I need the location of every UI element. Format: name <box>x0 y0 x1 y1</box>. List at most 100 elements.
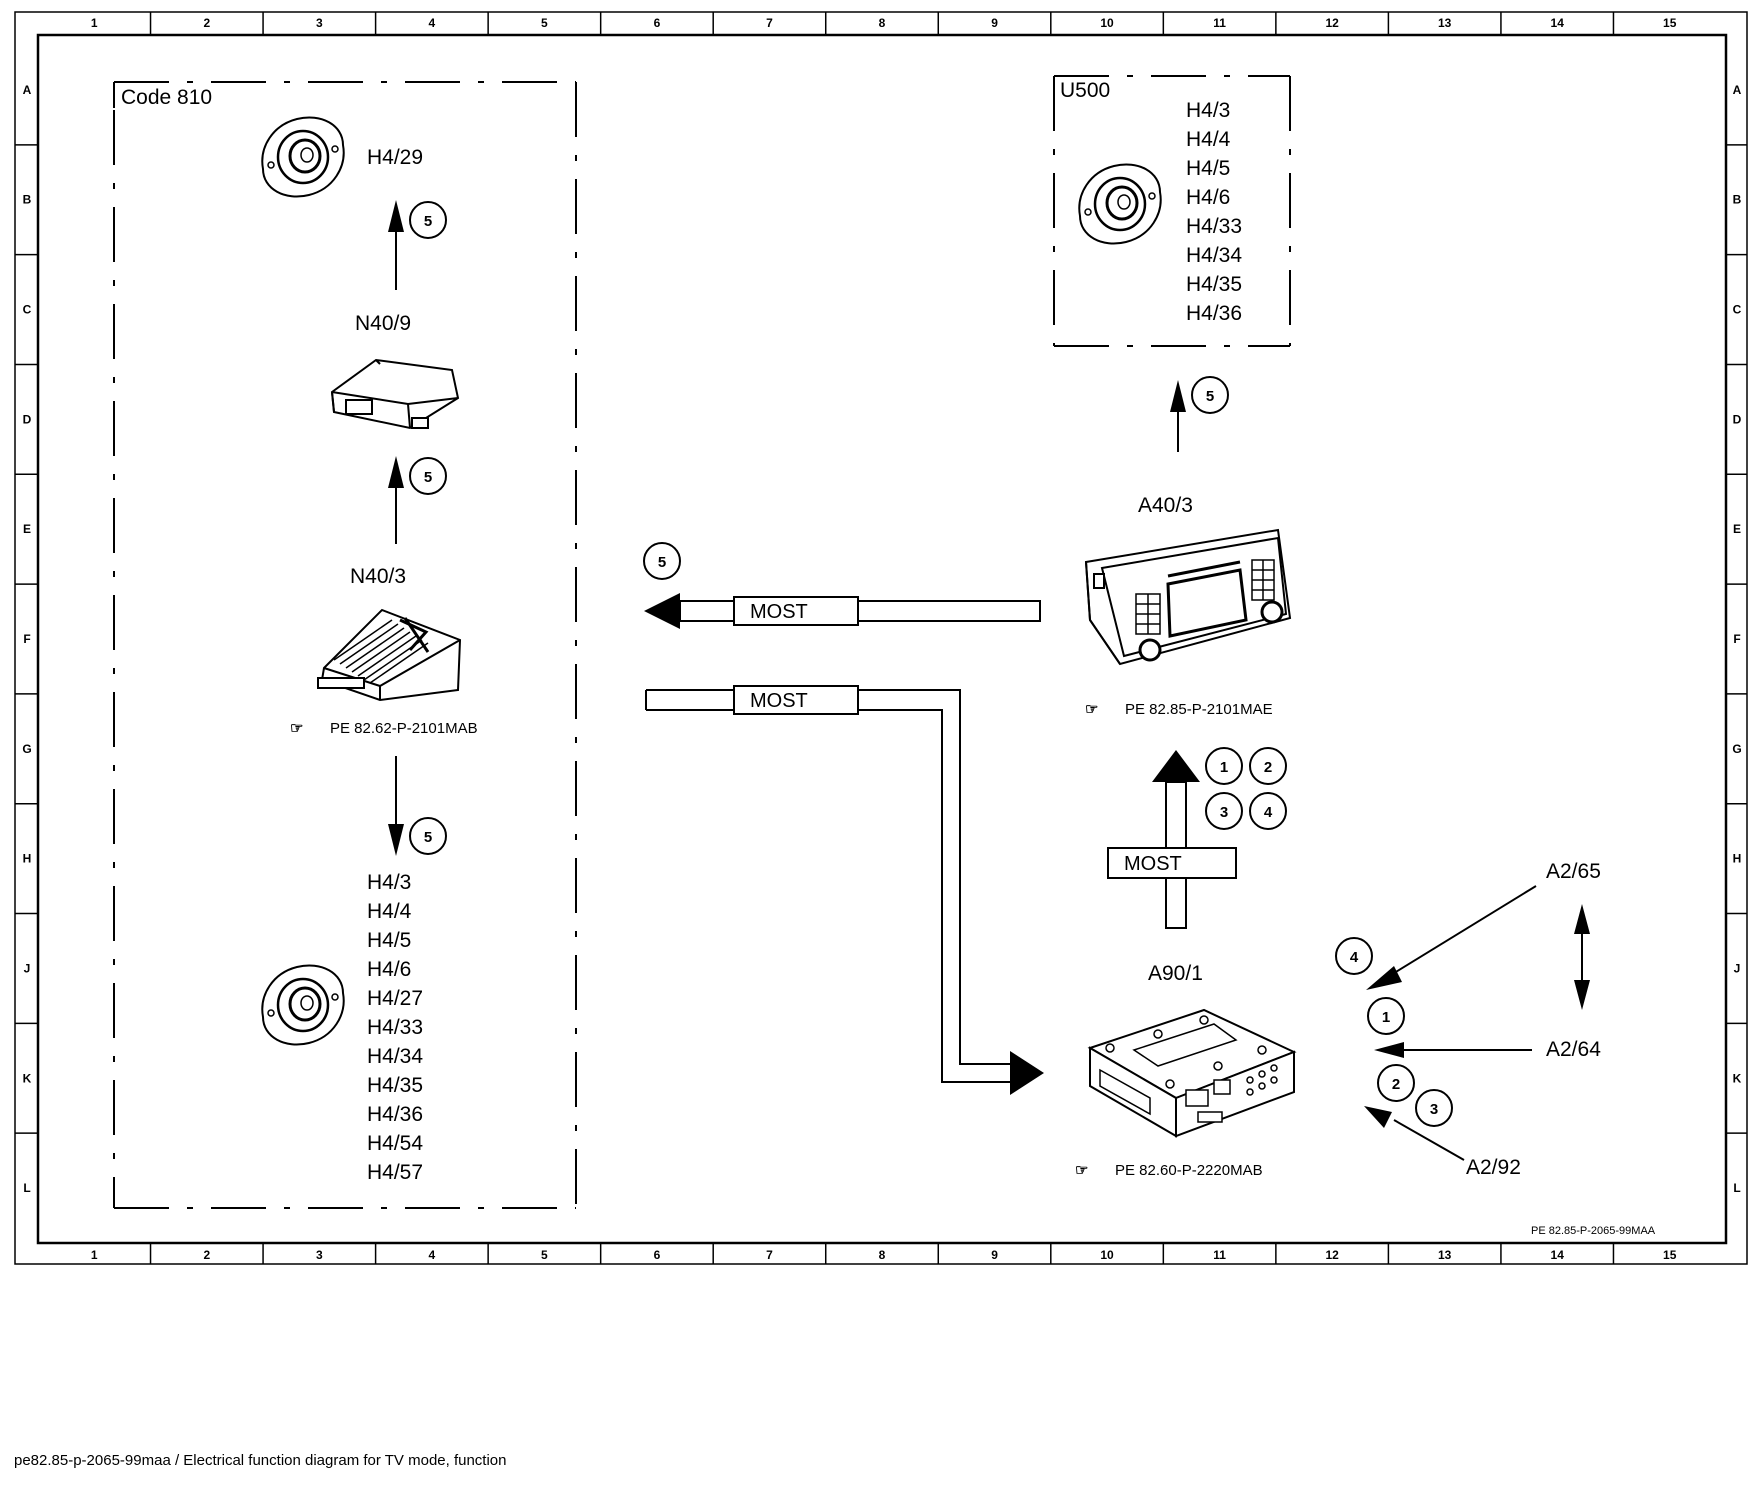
grid-column-label: 2 <box>203 1248 210 1262</box>
grid-row-label: B <box>1733 193 1742 207</box>
grid-column-label: 11 <box>1213 1248 1226 1262</box>
a2-65-label: A2/65 <box>1546 860 1601 883</box>
svg-text:1: 1 <box>1220 759 1228 776</box>
grid-column-label: 8 <box>879 16 886 30</box>
grid-row-label: A <box>23 83 32 97</box>
grid-column-label: 7 <box>766 1248 773 1262</box>
svg-text:H4/36: H4/36 <box>367 1103 423 1126</box>
svg-text:2: 2 <box>1264 759 1272 776</box>
svg-text:H4/6: H4/6 <box>1186 186 1230 209</box>
grid-row-label: B <box>23 193 32 207</box>
grid-row-label: D <box>23 412 32 426</box>
grid-column-label: 13 <box>1438 16 1452 30</box>
a90-1-label: A90/1 <box>1148 962 1203 985</box>
n40-3-label: N40/3 <box>350 565 406 588</box>
svg-text:☞: ☞ <box>1085 701 1098 718</box>
grid-column-label: 1 <box>91 1248 98 1262</box>
arrow-n40-3-to-speakers <box>388 756 404 856</box>
step-badges-1-4: 1 2 3 4 <box>1205 747 1287 830</box>
svg-text:MOST: MOST <box>750 601 808 623</box>
drawing-frame <box>14 11 1748 1265</box>
grid-row-label: K <box>1733 1071 1742 1085</box>
arrow-a40-3-to-u500 <box>1170 380 1186 452</box>
step-5-badge: 5 <box>1191 376 1229 414</box>
step-5-badge: 5 <box>643 542 681 580</box>
a2-92-label: A2/92 <box>1466 1156 1521 1179</box>
code810-speaker-list: H4/3 H4/4 H4/5 H4/6 H4/27 H4/33 H4/34 H4… <box>367 871 423 1184</box>
svg-text:H4/27: H4/27 <box>367 987 423 1010</box>
grid-column-label: 5 <box>541 1248 548 1262</box>
svg-text:H4/54: H4/54 <box>367 1132 423 1155</box>
n40-3-reference: ☞ PE 82.62-P-2101MAB <box>290 720 478 737</box>
u500-label: U500 <box>1060 79 1110 102</box>
speaker-h4-29-icon <box>260 115 346 199</box>
grid-column-label: 14 <box>1551 1248 1565 1262</box>
grid-column-label: 8 <box>879 1248 886 1262</box>
a90-1-tuner-icon <box>1087 1008 1297 1138</box>
svg-text:MOST: MOST <box>1124 853 1182 875</box>
grid-row-label: E <box>1733 522 1741 536</box>
grid-column-label: 3 <box>316 16 323 30</box>
svg-text:H4/6: H4/6 <box>367 958 411 981</box>
svg-text:PE 82.62-P-2101MAB: PE 82.62-P-2101MAB <box>330 720 478 737</box>
svg-text:☞: ☞ <box>290 720 303 737</box>
grid-column-label: 7 <box>766 16 773 30</box>
u500-speaker-list: H4/3 H4/4 H4/5 H4/6 H4/33 H4/34 H4/35 H4… <box>1186 99 1242 325</box>
svg-text:H4/5: H4/5 <box>1186 157 1230 180</box>
svg-text:5: 5 <box>424 469 432 486</box>
grid-row-label: H <box>1733 852 1742 866</box>
step-badges-2-3: 2 3 <box>1377 1064 1453 1127</box>
grid-row-label: E <box>23 522 31 536</box>
svg-text:4: 4 <box>1350 949 1359 966</box>
most-bus-to-a90-1: MOST <box>645 685 1044 1095</box>
svg-text:1: 1 <box>1382 1009 1390 1026</box>
grid-column-label: 4 <box>429 16 436 30</box>
grid-column-label: 6 <box>654 16 661 30</box>
grid-row-label: C <box>1733 303 1742 317</box>
svg-text:5: 5 <box>424 829 432 846</box>
svg-text:3: 3 <box>1430 1101 1438 1118</box>
grid-row-label: G <box>1732 742 1741 756</box>
grid-row-label: F <box>23 632 30 646</box>
svg-text:H4/3: H4/3 <box>1186 99 1230 122</box>
sheet-id: PE 82.85-P-2065-99MAA <box>1531 1225 1656 1237</box>
grid-column-label: 15 <box>1663 1248 1677 1262</box>
svg-text:H4/5: H4/5 <box>367 929 411 952</box>
grid-column-label: 15 <box>1663 16 1677 30</box>
grid-row-label: C <box>23 303 32 317</box>
grid-column-label: 1 <box>91 16 98 30</box>
a2-64-label: A2/64 <box>1546 1038 1601 1061</box>
svg-text:H4/33: H4/33 <box>367 1016 423 1039</box>
arrow-a2-65-to-a90-1 <box>1366 885 1537 990</box>
code810-label: Code 810 <box>121 86 212 109</box>
grid-row-label: J <box>1734 961 1741 975</box>
arrow-a2-65-a2-64-bidirectional <box>1574 904 1590 1010</box>
most-bus-a90-1-to-a40-3: MOST <box>1107 750 1237 929</box>
a40-3-reference: ☞ PE 82.85-P-2101MAE <box>1085 701 1273 718</box>
grid-row-label: J <box>24 961 31 975</box>
grid-row-label: G <box>22 742 31 756</box>
arrow-a2-64-to-a90-1 <box>1374 1042 1532 1058</box>
svg-text:H4/34: H4/34 <box>367 1045 423 1068</box>
n40-9-module-icon <box>330 358 460 430</box>
grid-column-label: 13 <box>1438 1248 1452 1262</box>
grid-column-label: 5 <box>541 16 548 30</box>
code810-dashed-boundary <box>113 81 577 1209</box>
arrow-a2-92-to-a90-1 <box>1364 1106 1465 1161</box>
svg-text:5: 5 <box>424 213 432 230</box>
grid-column-label: 10 <box>1100 16 1114 30</box>
step-5-badge: 5 <box>409 457 447 495</box>
grid-column-label: 4 <box>429 1248 436 1262</box>
svg-text:H4/34: H4/34 <box>1186 244 1242 267</box>
grid-column-label: 12 <box>1325 16 1339 30</box>
grid-column-label: 10 <box>1100 1248 1114 1262</box>
grid-reference-layer: 1122334455667788991010111112121313141415… <box>15 12 1747 1264</box>
grid-row-label: A <box>1733 83 1742 97</box>
grid-row-label: K <box>23 1071 32 1085</box>
arrow-n40-9-to-h4-29 <box>388 200 404 290</box>
u500-dashed-boundary <box>1053 75 1291 347</box>
svg-text:H4/4: H4/4 <box>1186 128 1231 151</box>
step-4-badge: 4 <box>1335 937 1373 975</box>
grid-column-label: 11 <box>1213 16 1226 30</box>
